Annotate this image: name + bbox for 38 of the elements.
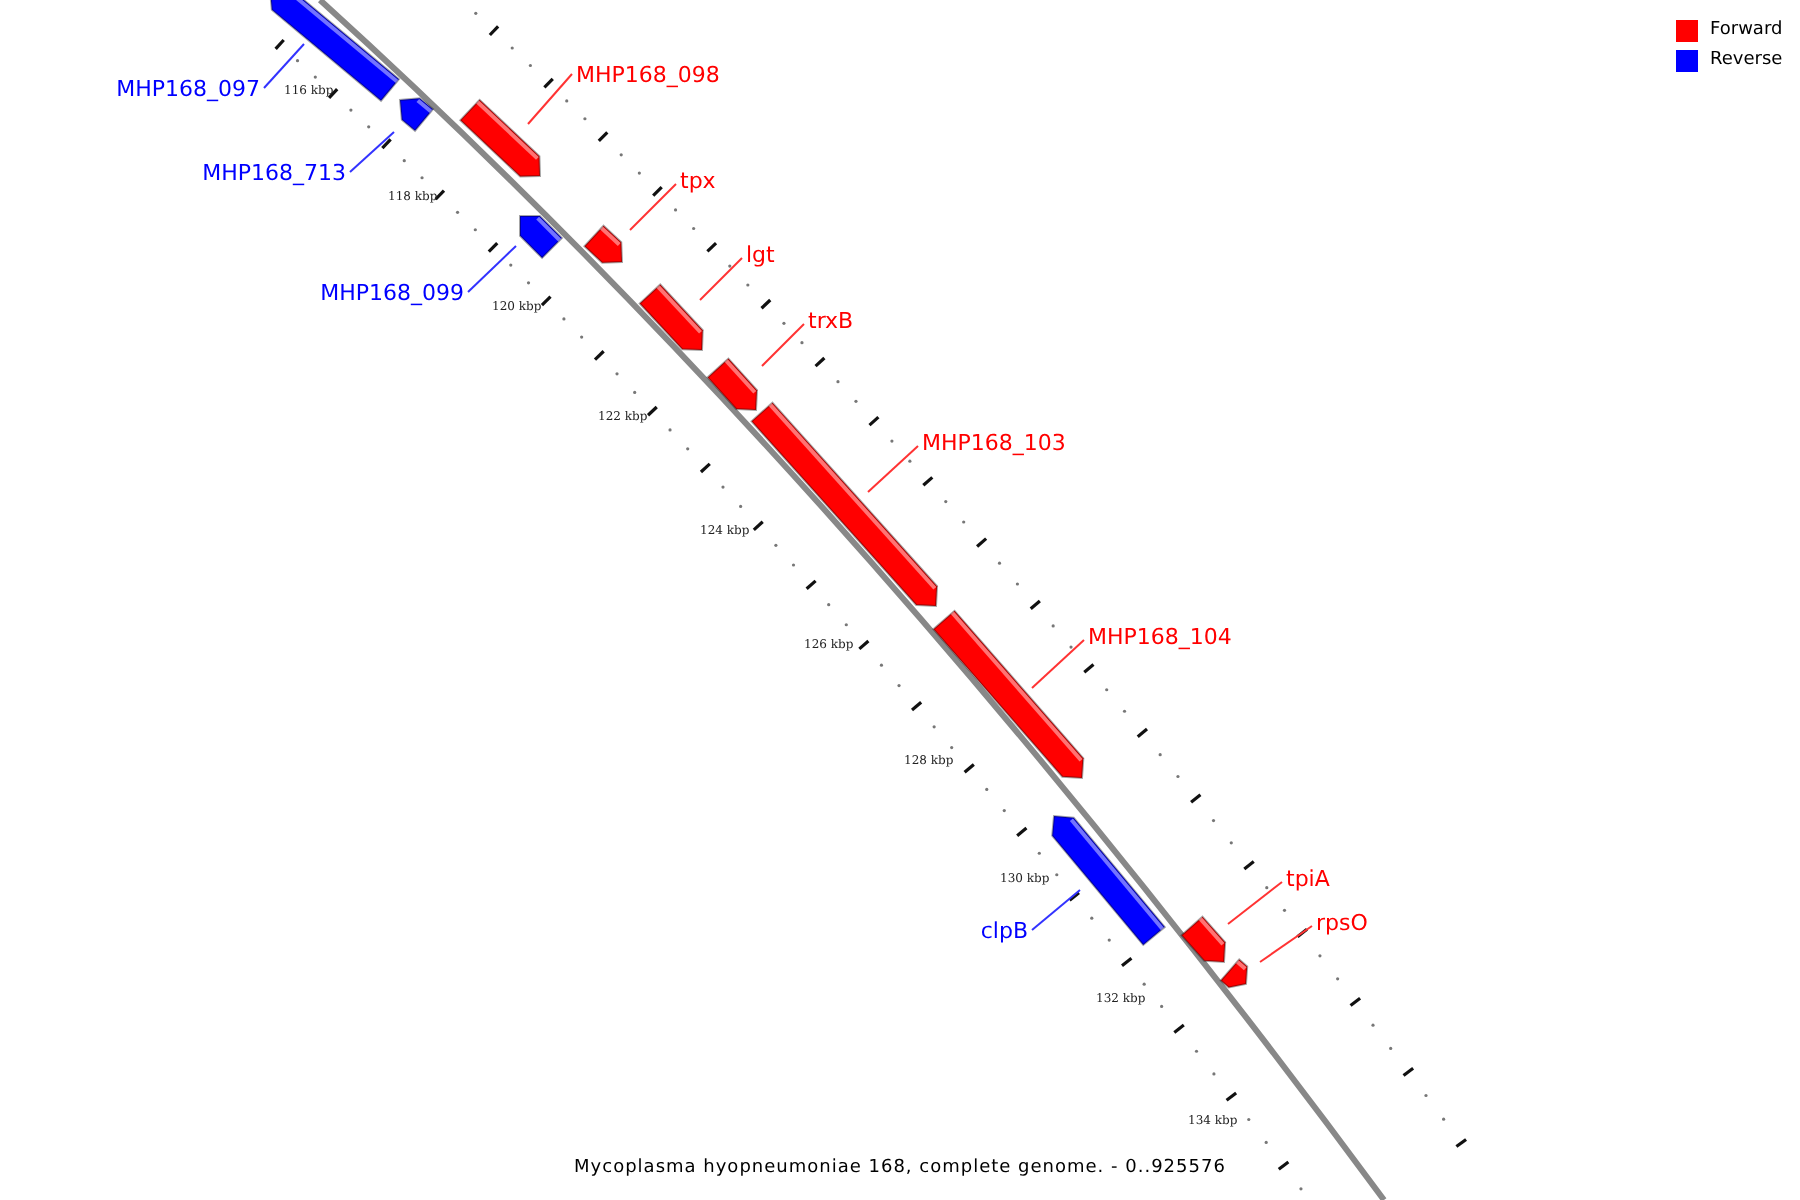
- leader-line: [1031, 639, 1085, 689]
- leader-line: [699, 257, 743, 301]
- caption: Mycoplasma hyopneumoniae 168, complete genome. - 0..925576: [572, 1156, 1228, 1182]
- legend-label: Reverse: [1710, 48, 1783, 74]
- leader-line: [527, 73, 573, 125]
- gene-bar: [398, 97, 435, 133]
- gene-label: MHP168_099: [320, 280, 464, 306]
- gene-bar: [1219, 958, 1249, 989]
- gene-label: MHP168_098: [576, 62, 720, 88]
- gene-bar: [268, 0, 401, 103]
- leader-line: [263, 43, 305, 89]
- legend-label: Forward: [1710, 18, 1783, 44]
- gene-bar: [1180, 915, 1227, 964]
- leader-line: [467, 245, 517, 293]
- gene-label: MHP168_104: [1088, 624, 1232, 650]
- gene-label: MHP168_097: [116, 76, 260, 102]
- leader-line: [629, 183, 677, 231]
- gene-label: trxB: [808, 308, 854, 334]
- leader-line: [761, 323, 805, 367]
- gene-label: tpx: [680, 168, 716, 194]
- leader-line: [1227, 881, 1283, 925]
- leader-line: [1259, 925, 1313, 963]
- leader-line: [867, 445, 919, 493]
- gene-label: tpiA: [1286, 866, 1330, 892]
- leader-line: [1031, 889, 1081, 931]
- gene-bar: [932, 609, 1085, 780]
- gene-bar: [459, 98, 542, 178]
- gene-bar: [1051, 814, 1167, 947]
- gene-label: MHP168_713: [202, 160, 346, 186]
- gene-label: lgt: [746, 242, 775, 268]
- gene-bar: [706, 357, 758, 412]
- gene-bar: [519, 215, 564, 260]
- gene-bar: [638, 283, 704, 352]
- leader-line: [349, 131, 395, 173]
- gene-label: clpB: [980, 918, 1028, 944]
- gene-label: rpsO: [1316, 910, 1368, 936]
- gene-label: MHP168_103: [922, 430, 1066, 456]
- gene-bar: [583, 224, 624, 264]
